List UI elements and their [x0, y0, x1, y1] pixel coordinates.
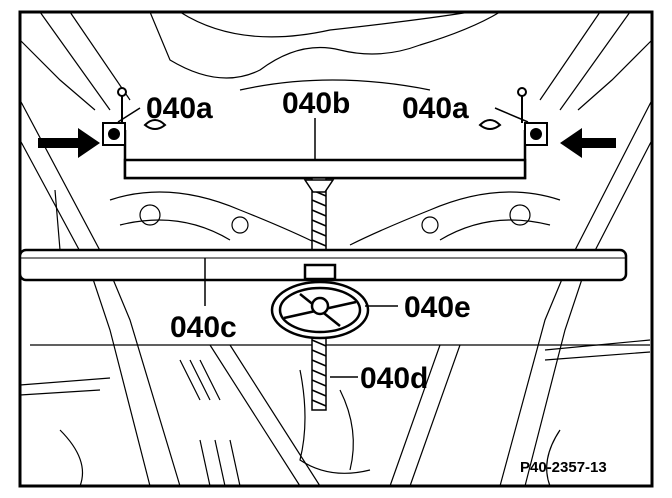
label-crossmember: 040b — [282, 87, 350, 120]
underbody-background — [19, 11, 653, 487]
label-fixing-left: 040a — [146, 92, 213, 125]
label-handwheel: 040e — [404, 291, 471, 324]
left-fixing — [102, 87, 167, 146]
figure-reference: P40-2357-13 — [520, 459, 607, 476]
handwheel — [270, 263, 370, 340]
arrow-left-icon — [38, 128, 100, 158]
right-fixing — [478, 87, 548, 146]
label-support-tube: 040c — [170, 311, 237, 344]
leader-lines — [117, 107, 529, 378]
label-spindle: 040d — [360, 362, 428, 395]
arrow-right-icon — [560, 128, 616, 158]
label-fixing-right: 040a — [402, 92, 469, 125]
